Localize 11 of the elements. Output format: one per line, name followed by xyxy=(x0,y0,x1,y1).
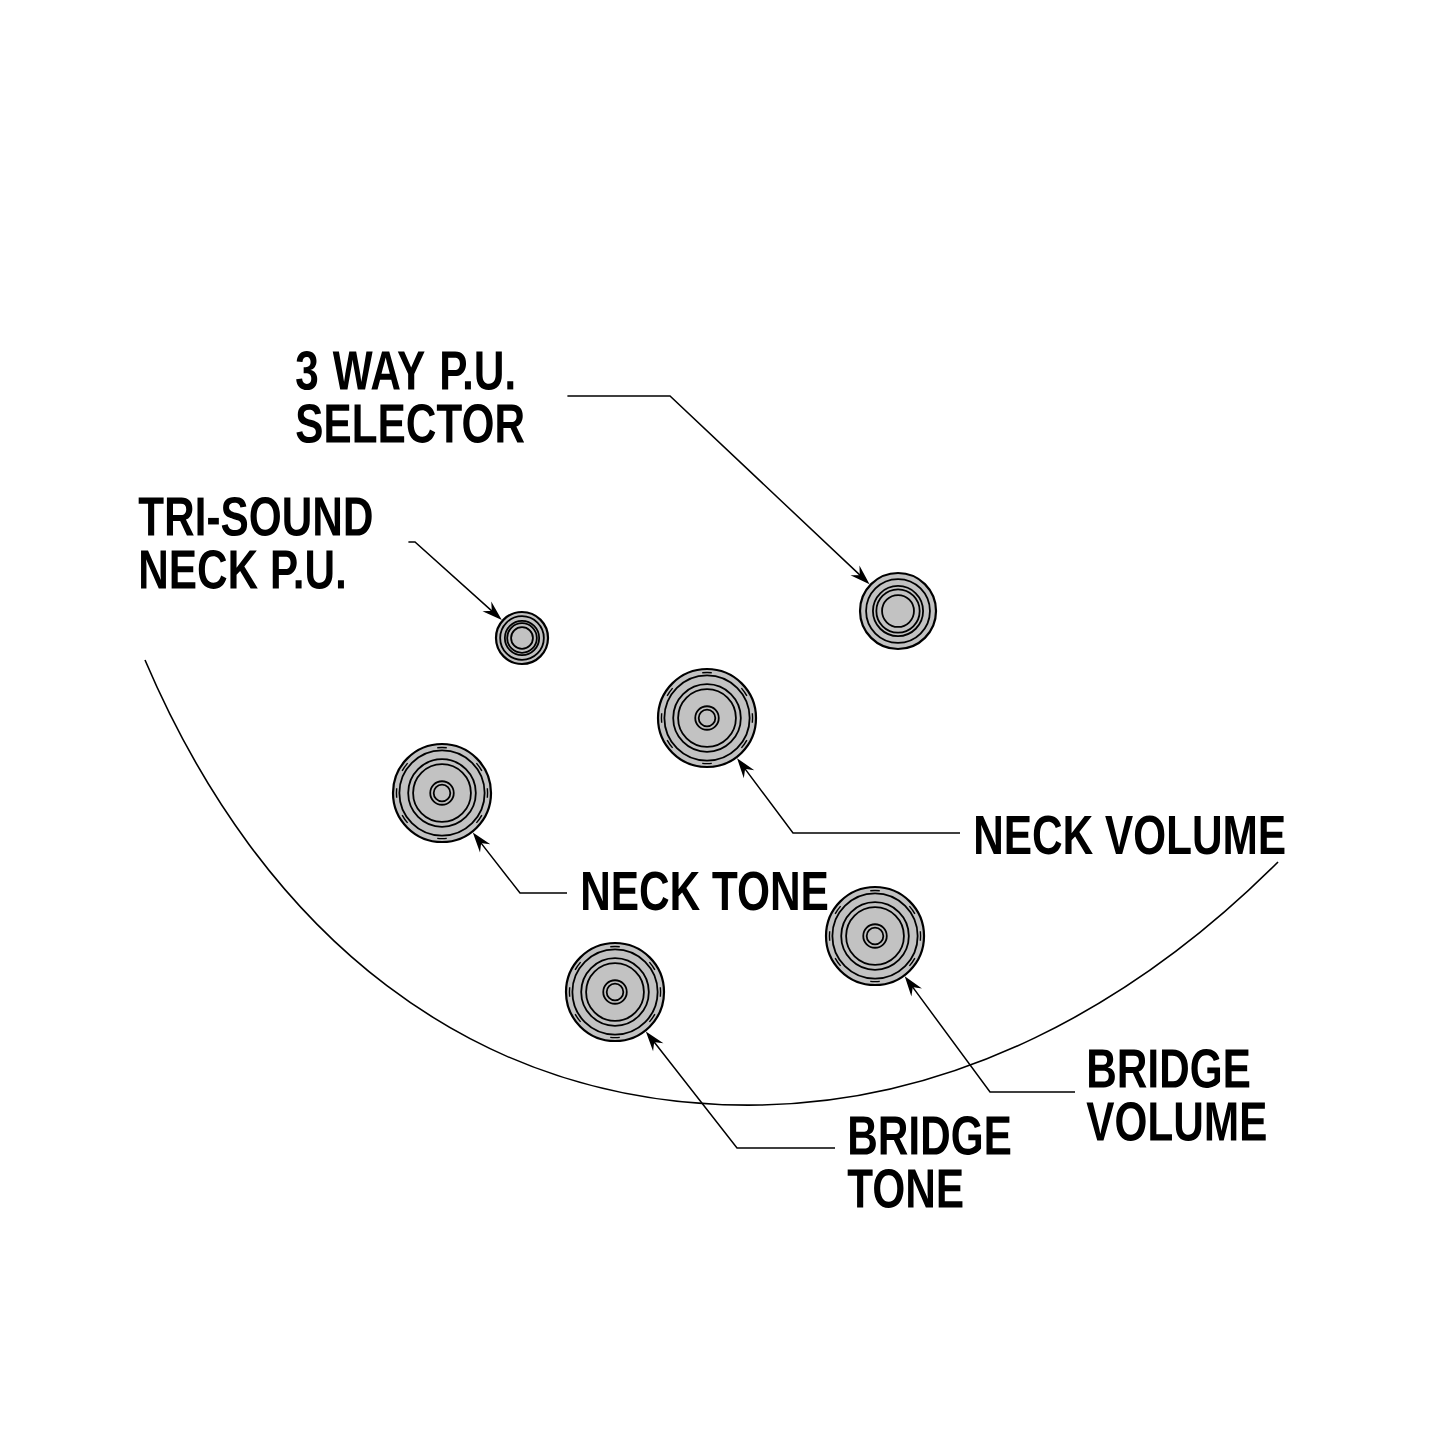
knob xyxy=(656,667,758,769)
callout-label: 3 WAY P.U. SELECTOR xyxy=(296,351,525,443)
knob xyxy=(564,941,666,1043)
knob xyxy=(494,610,550,666)
knob xyxy=(391,742,493,844)
callout-label: NECK TONE xyxy=(583,871,828,911)
callout-label: BRIDGE TONE xyxy=(847,1116,1011,1208)
callout-label: NECK VOLUME xyxy=(976,815,1285,855)
knob xyxy=(858,571,938,651)
callout-label: BRIDGE VOLUME xyxy=(1086,1049,1266,1141)
callout-label: TRI-SOUND NECK P.U. xyxy=(138,497,372,589)
